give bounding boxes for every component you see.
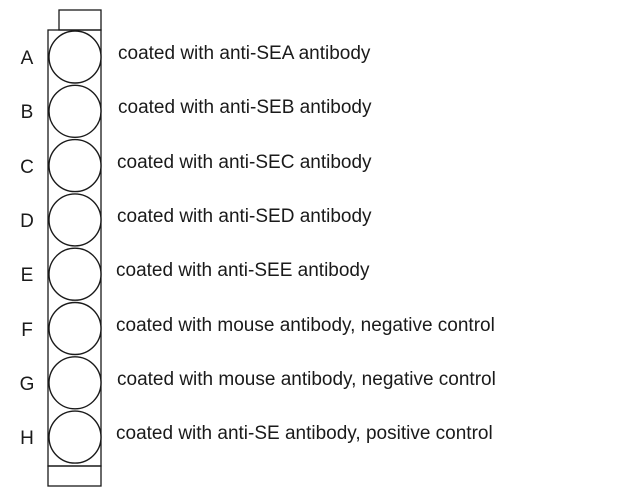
row-description-g: coated with mouse antibody, negative con… — [117, 368, 496, 390]
well-e — [48, 247, 102, 301]
row-description-e: coated with anti-SEE antibody — [116, 260, 370, 282]
well-f — [48, 301, 102, 356]
well-c — [48, 138, 102, 193]
well-g — [48, 356, 102, 410]
strip-bottom-tab — [47, 465, 102, 487]
row-description-d: coated with anti-SED antibody — [117, 205, 372, 227]
row-letter-e: E — [20, 265, 34, 287]
row-description-c: coated with anti-SEC antibody — [117, 151, 372, 173]
row-letter-a: A — [20, 48, 34, 69]
row-description-b: coated with anti-SEB antibody — [118, 97, 372, 119]
row-description-f: coated with mouse antibody, negative con… — [116, 314, 495, 336]
well-d — [48, 193, 102, 247]
row-letter-b: B — [20, 102, 34, 124]
row-letter-g: G — [19, 373, 35, 395]
row-description-h: coated with anti-SE antibody, positive c… — [116, 423, 493, 445]
well-a — [48, 30, 102, 84]
well-b — [48, 84, 102, 139]
well-h — [48, 410, 102, 464]
row-letter-f: F — [21, 319, 33, 341]
row-letter-d: D — [20, 210, 34, 232]
row-letter-h: H — [20, 428, 34, 450]
row-letter-c: C — [20, 156, 34, 178]
strip-top-tab — [58, 9, 102, 31]
row-description-a: coated with anti-SEA antibody — [118, 43, 371, 64]
